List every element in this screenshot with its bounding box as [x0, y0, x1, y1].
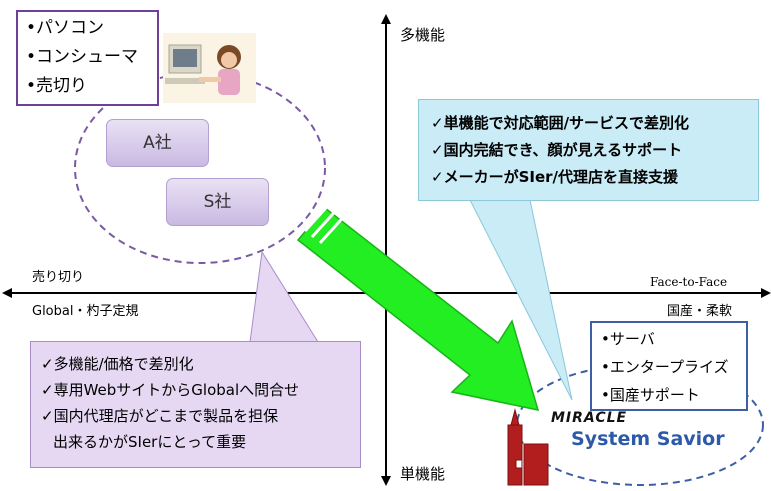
group-ellipse-right	[516, 364, 764, 486]
advantage-item: ✓メーカーがSIer/代理店を直接支援	[431, 168, 679, 186]
competitor-item: ✓多機能/価格で差別化	[41, 355, 194, 373]
category-item: •売切り	[26, 76, 88, 96]
axis-label-left-top: 売り切り	[32, 270, 85, 285]
company-a-box: A社	[106, 119, 209, 167]
transition-arrow	[296, 198, 540, 411]
advantage-item: ✓単機能で対応範囲/サービスで差別化	[431, 114, 690, 132]
competitor-item: ✓国内代理店がどこまで製品を担保	[41, 407, 279, 425]
axis-label-top: 多機能	[400, 26, 446, 44]
logo-miracle-text: MIRACLE	[551, 410, 628, 426]
axis-label-left-bottom: Global・杓子定規	[32, 304, 139, 319]
competitor-callout: ✓多機能/価格で差別化 ✓専用WebサイトからGlobalへ問合せ ✓国内代理店…	[30, 341, 361, 468]
competitor-item: ✓専用WebサイトからGlobalへ問合せ	[41, 381, 300, 399]
category-item: •パソコン	[26, 18, 105, 38]
consumer-category-box: •パソコン •コンシューマ •売切り	[16, 10, 159, 106]
purple-callout-tail	[249, 250, 319, 343]
category-item: •エンタープライズ	[601, 358, 729, 376]
category-item: •国産サポート	[601, 386, 700, 404]
advantages-callout: ✓単機能で対応範囲/サービスで差別化 ✓国内完結でき、顔が見えるサポート ✓メー…	[418, 99, 759, 201]
axis-label-right-top: Face-to-Face	[650, 275, 728, 289]
advantage-item: ✓国内完結でき、顔が見えるサポート	[431, 141, 683, 159]
axis-label-bottom: 単機能	[400, 465, 446, 483]
logo-system-savior-text: System Savior	[571, 428, 725, 450]
axis-label-right-bottom: 国産・柔軟	[667, 304, 733, 319]
child-computer-photo	[163, 33, 256, 103]
category-item: •サーバ	[601, 330, 655, 348]
category-item: •コンシューマ	[26, 47, 139, 67]
building-icon	[507, 408, 549, 486]
company-s-box: S社	[166, 178, 269, 226]
competitor-item-continuation: 出来るかがSIerにとって重要	[53, 433, 247, 451]
enterprise-category-box: •サーバ •エンタープライズ •国産サポート	[590, 321, 748, 411]
